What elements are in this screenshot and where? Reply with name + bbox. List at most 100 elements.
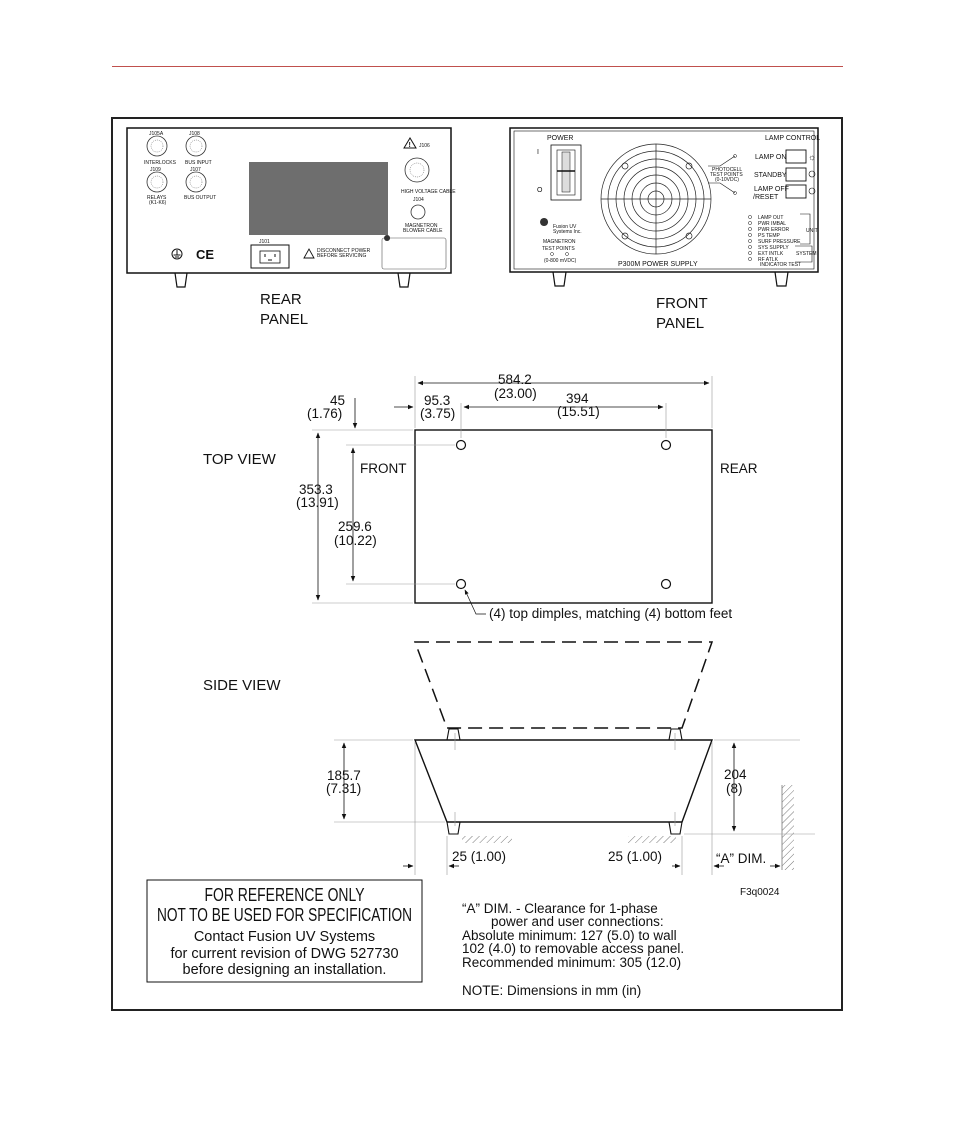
svg-text:LAMP ON: LAMP ON xyxy=(755,154,786,161)
floor-hatch xyxy=(628,836,676,843)
svg-text:RF ATLK: RF ATLK xyxy=(758,257,779,263)
svg-text:Fusion UV: Fusion UV xyxy=(553,224,577,230)
reference-box: FOR REFERENCE ONLY NOT TO BE USED FOR SP… xyxy=(146,879,423,983)
power-switch xyxy=(550,144,582,201)
a-dim-notes: “A” DIM. - Clearance for 1-phase power a… xyxy=(462,901,684,998)
svg-text:STANDBY: STANDBY xyxy=(754,172,787,179)
svg-text:204: 204 xyxy=(724,767,747,782)
svg-text:(7.31): (7.31) xyxy=(326,781,361,796)
svg-text:394: 394 xyxy=(566,391,589,406)
svg-text:95.3: 95.3 xyxy=(424,393,450,408)
standby-button xyxy=(785,167,807,182)
svg-text:(3.75): (3.75) xyxy=(420,406,455,421)
fan-grille xyxy=(600,143,712,255)
svg-text:!: ! xyxy=(409,142,411,149)
svg-text:BEFORE SERVICING: BEFORE SERVICING xyxy=(317,253,366,259)
side-view-outline xyxy=(413,739,714,823)
warning-icon xyxy=(403,137,417,149)
status-indicators: LAMP OUT PWR IMBAL PWR ERROR PS TEMP SUR… xyxy=(748,213,818,268)
lamp-off-button xyxy=(785,184,807,199)
svg-text:“A” DIM. - Clearance for 1-pha: “A” DIM. - Clearance for 1-phase xyxy=(462,901,658,916)
units-note: NOTE: Dimensions in mm (in) xyxy=(462,983,641,998)
svg-text:SYSTEM: SYSTEM xyxy=(796,251,817,257)
svg-text:J105A: J105A xyxy=(149,131,164,137)
svg-text:SYS SUPPLY: SYS SUPPLY xyxy=(758,245,789,251)
svg-text:LAMP OFF: LAMP OFF xyxy=(754,186,789,193)
svg-text:POWER: POWER xyxy=(547,135,573,142)
svg-text:J101: J101 xyxy=(259,239,270,245)
dimple-icon xyxy=(455,439,467,451)
connector-j108: J108 BUS INPUT xyxy=(185,131,212,166)
svg-text:353.3: 353.3 xyxy=(299,482,333,497)
svg-text:power and user connections:: power and user connections: xyxy=(491,914,664,929)
svg-text:J104: J104 xyxy=(413,197,424,203)
svg-text:BUS INPUT: BUS INPUT xyxy=(185,160,212,166)
svg-text:EXT INTLK: EXT INTLK xyxy=(758,251,784,257)
floor-hatch xyxy=(462,836,512,843)
a-dim-label: “A” DIM. xyxy=(716,851,766,866)
dimple-icon xyxy=(660,439,672,451)
lamp-on-button xyxy=(785,149,807,164)
figure-id: F3q0024 xyxy=(740,887,780,898)
svg-text:I: I xyxy=(537,149,539,156)
rear-foot-right xyxy=(397,272,411,288)
standby-indicator-icon xyxy=(808,170,816,178)
rear-panel: J105A INTERLOCKS J108 BUS INPUT J109 REL… xyxy=(126,127,456,328)
svg-text:PWR ERROR: PWR ERROR xyxy=(758,227,790,233)
svg-text:INDICATOR TEST: INDICATOR TEST xyxy=(760,262,801,268)
reference-line-2: NOT TO BE USED FOR SPECIFICATION xyxy=(157,905,412,925)
svg-text:BUS OUTPUT: BUS OUTPUT xyxy=(184,195,216,201)
reference-line-4: for current revision of DWG 527730 xyxy=(170,946,398,962)
svg-text:TEST POINTS: TEST POINTS xyxy=(710,172,743,178)
svg-text:MAGNETRON: MAGNETRON xyxy=(543,239,576,245)
dimples-note: (4) top dimples, matching (4) bottom fee… xyxy=(489,606,732,621)
svg-text:INTERLOCKS: INTERLOCKS xyxy=(144,160,177,166)
rear-label-plate xyxy=(381,237,447,270)
header-rule xyxy=(112,66,843,67)
svg-text:(0-800 mVDC): (0-800 mVDC) xyxy=(544,258,577,264)
blower-connector xyxy=(410,204,426,220)
svg-text:UNIT: UNIT xyxy=(806,228,818,234)
svg-text:185.7: 185.7 xyxy=(327,768,361,783)
svg-text:(1.76): (1.76) xyxy=(307,406,342,421)
svg-text:MAGNETRON: MAGNETRON xyxy=(405,223,438,229)
svg-text:HIGH VOLTAGE CABLE: HIGH VOLTAGE CABLE xyxy=(401,189,456,195)
svg-text:25 (1.00): 25 (1.00) xyxy=(452,849,506,864)
power-inlet xyxy=(250,244,290,269)
svg-text:SURF PRESSURE: SURF PRESSURE xyxy=(758,239,801,245)
svg-text:RELAYS: RELAYS xyxy=(147,195,167,201)
dimple-icon xyxy=(455,578,467,590)
svg-text:/RESET: /RESET xyxy=(753,194,779,201)
reference-line-5: before designing an installation. xyxy=(183,962,387,978)
side-view: SIDE VIEW 185.7 xyxy=(203,641,815,898)
foot-right xyxy=(668,821,683,835)
stacked-unit-outline xyxy=(413,641,714,729)
svg-text:PHOTOCELL: PHOTOCELL xyxy=(712,167,742,173)
rear-foot-left xyxy=(174,272,188,288)
reference-line-3: Contact Fusion UV Systems xyxy=(194,929,375,945)
svg-text:J108: J108 xyxy=(189,131,200,137)
svg-text:(15.51): (15.51) xyxy=(557,404,600,419)
foot-left xyxy=(446,821,461,835)
svg-text:Recommended minimum: 305 (12.0: Recommended minimum: 305 (12.0) xyxy=(462,955,681,970)
svg-text:J107: J107 xyxy=(190,167,201,173)
front-foot-right xyxy=(774,271,789,287)
dimple-icon xyxy=(660,578,672,590)
svg-text:584.2: 584.2 xyxy=(498,372,532,387)
svg-text:25 (1.00): 25 (1.00) xyxy=(608,849,662,864)
svg-text:J106: J106 xyxy=(419,143,430,149)
svg-text:J109: J109 xyxy=(150,167,161,173)
svg-text:102 (4.0) to removable access: 102 (4.0) to removable access panel. xyxy=(462,941,684,956)
rear-label: REAR xyxy=(720,461,758,476)
lamp-on-indicator-icon: ☼ xyxy=(808,152,816,162)
fusion-logo-icon xyxy=(540,218,549,226)
svg-text:(23.00): (23.00) xyxy=(494,386,537,401)
svg-text:O: O xyxy=(537,187,543,194)
svg-text:PWR IMBAL: PWR IMBAL xyxy=(758,221,786,227)
svg-text:LAMP OUT: LAMP OUT xyxy=(758,215,783,221)
reference-line-1: FOR REFERENCE ONLY xyxy=(205,885,365,905)
front-panel: POWER I O PHOTOCELL TEST POINTS (0-10VDC… xyxy=(509,127,820,332)
top-view-outline xyxy=(414,429,713,604)
lamp-off-indicator-icon xyxy=(808,187,816,195)
top-view-title: TOP VIEW xyxy=(203,451,277,468)
